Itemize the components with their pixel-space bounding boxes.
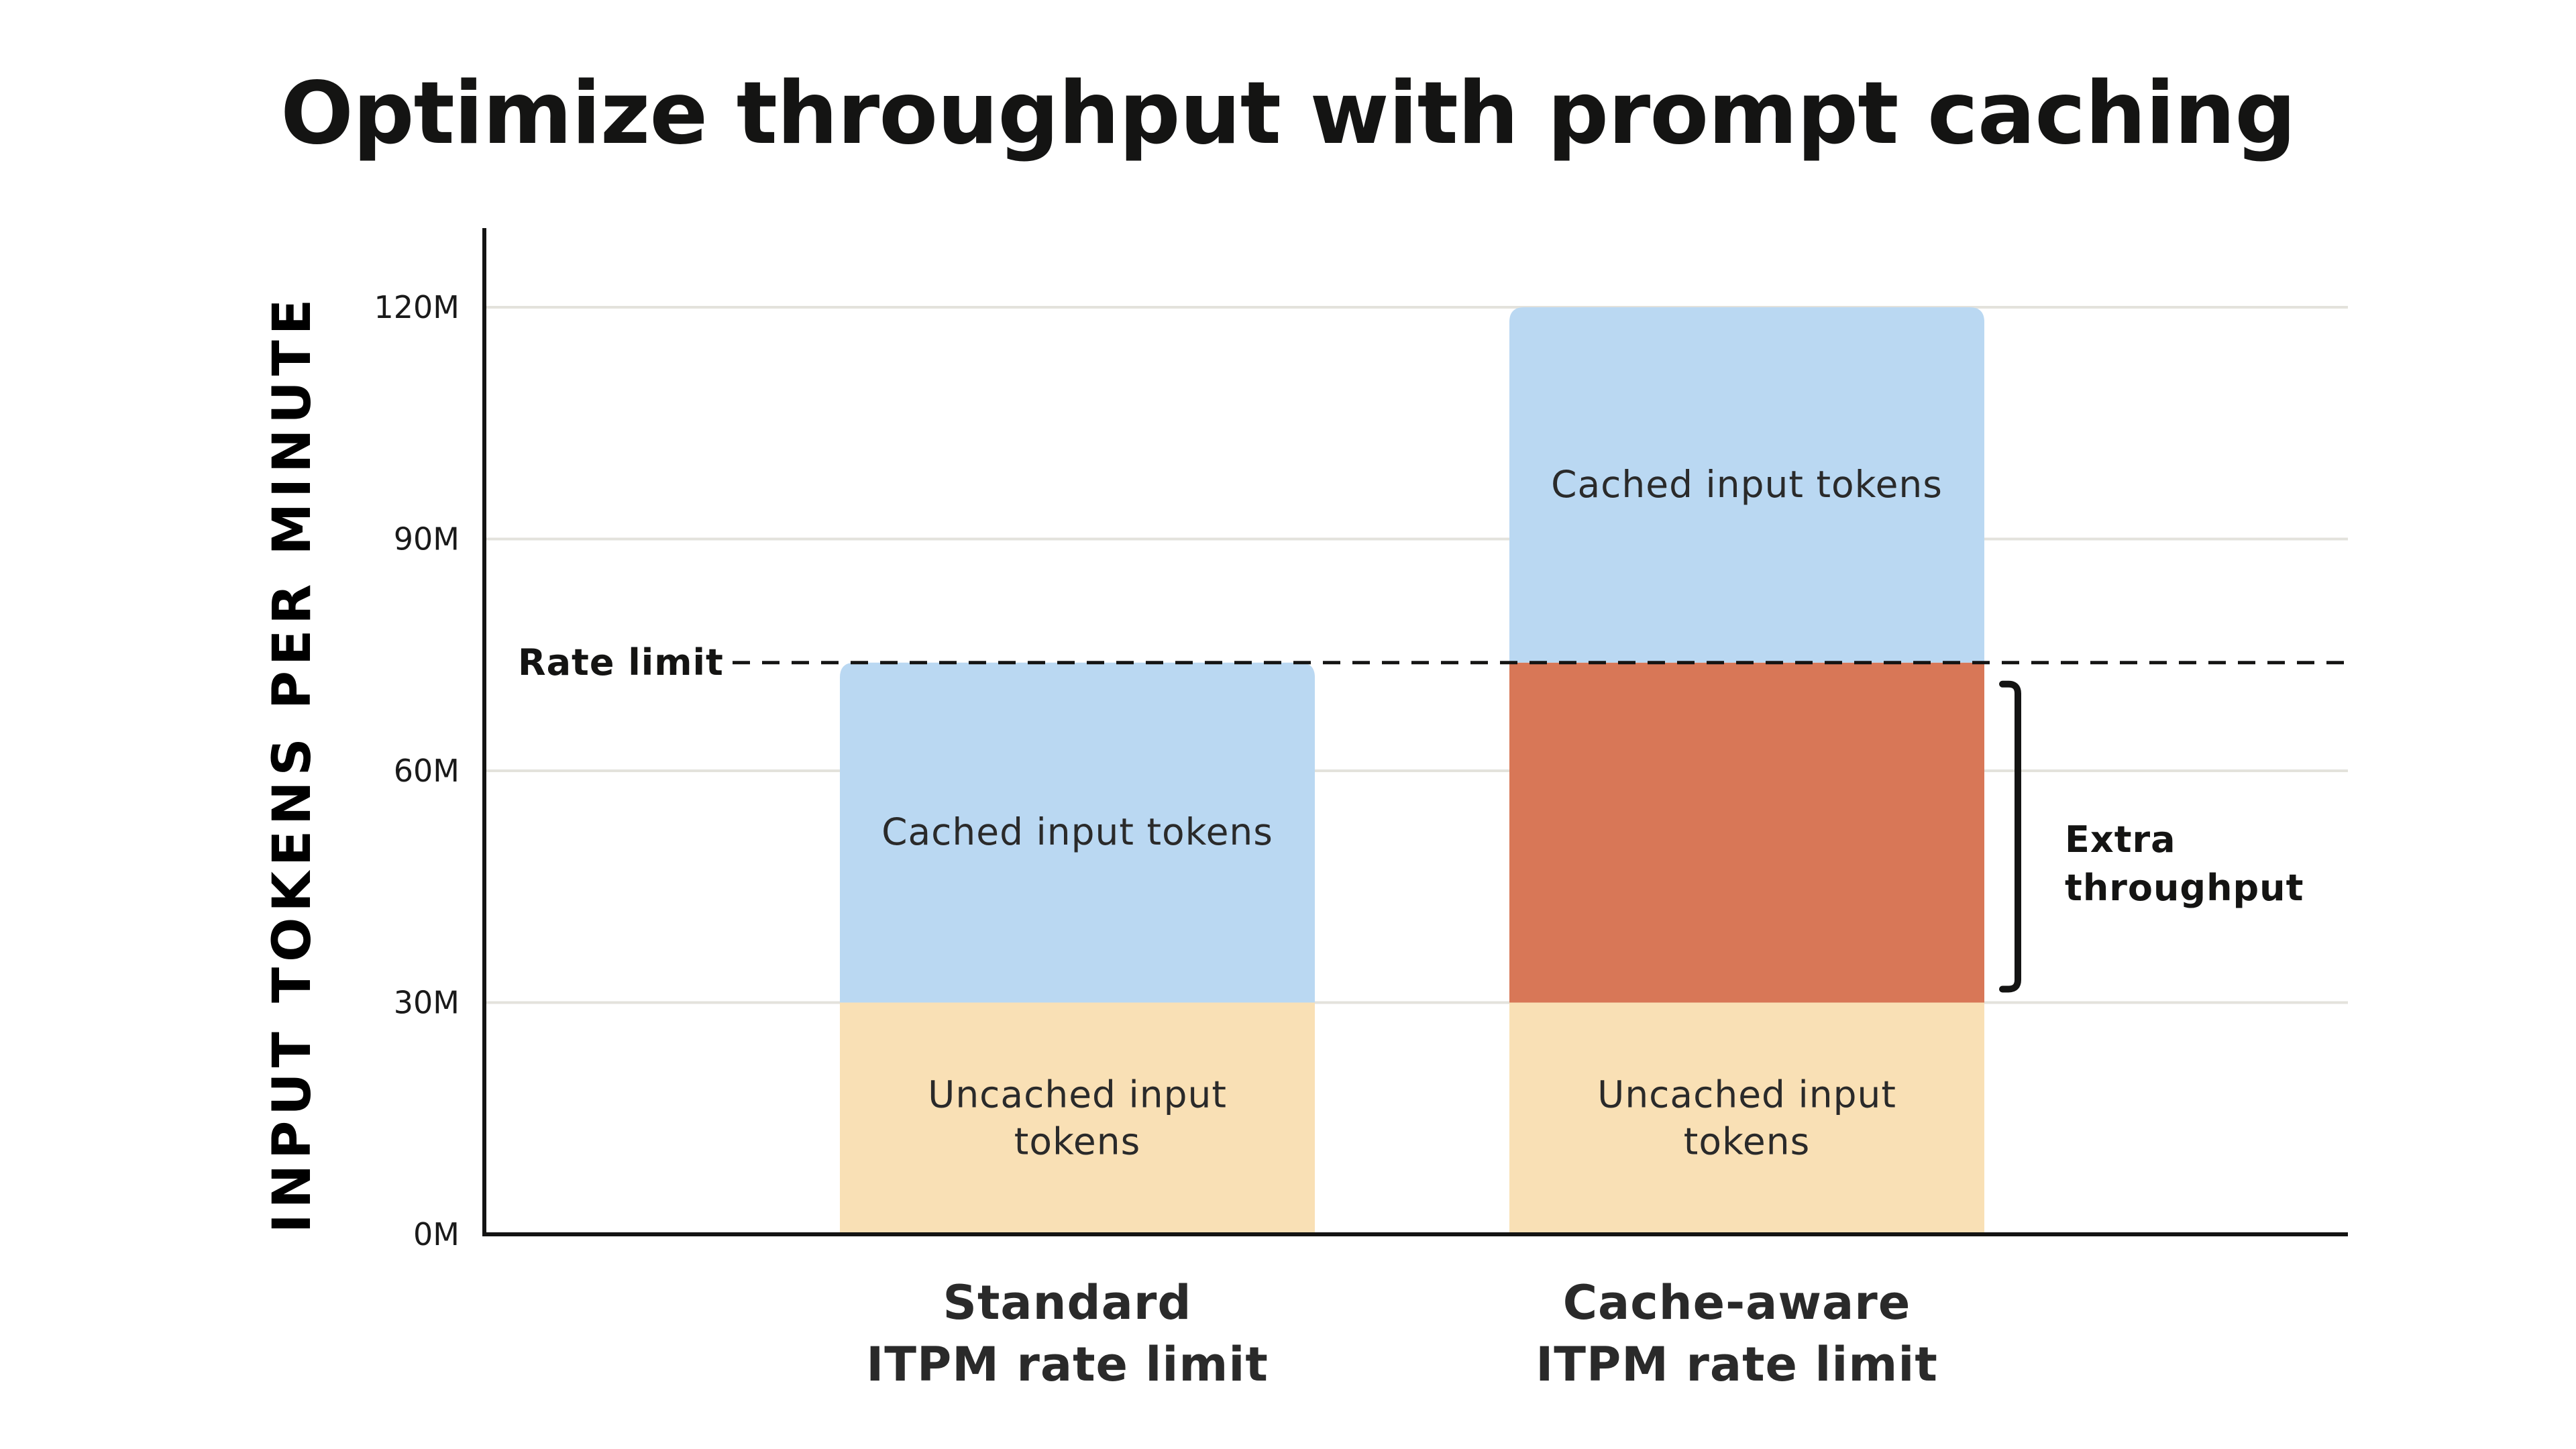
reference-line-group [733,661,2348,993]
y-axis-title: INPUT TOKENS PER MINUTE [262,294,323,1233]
category-label: ITPM rate limit [866,1337,1269,1392]
category-label: ITPM rate limit [1536,1337,1938,1392]
annotation-label: throughput [2065,867,2304,909]
category-label: Cache-aware [1563,1275,1911,1330]
bar-segment-label: tokens [1014,1120,1140,1163]
y-tick-label: 90M [394,521,460,557]
y-tick-label: 0M [413,1216,460,1252]
bars [840,307,1984,1234]
bracket-icon [1999,680,2021,993]
bar-segment-label: Cached input tokens [881,810,1273,853]
chart-title: Optimize throughput with prompt caching [280,64,2296,164]
bar-segment-label: tokens [1684,1120,1810,1163]
y-tick-label: 120M [374,289,460,325]
bar-segment [1509,662,1984,1003]
y-tick-label: 60M [394,753,460,789]
bar-segment-label: Uncached input [928,1073,1227,1116]
bar-segment [840,662,1315,1003]
bar-segment [1509,1002,1984,1234]
rate-limit-label: Rate limit [518,641,724,684]
annotation-label: Extra [2065,818,2176,861]
bar-segment [1509,307,1984,663]
gridlines [484,306,2348,1004]
bar-segment-label: Cached input tokens [1551,463,1943,506]
category-label: Standard [943,1275,1192,1330]
bar-segment [840,1002,1315,1234]
axes [482,228,2348,1236]
y-tick-label: 30M [394,985,460,1021]
bar-segment-label: Uncached input [1597,1073,1896,1116]
